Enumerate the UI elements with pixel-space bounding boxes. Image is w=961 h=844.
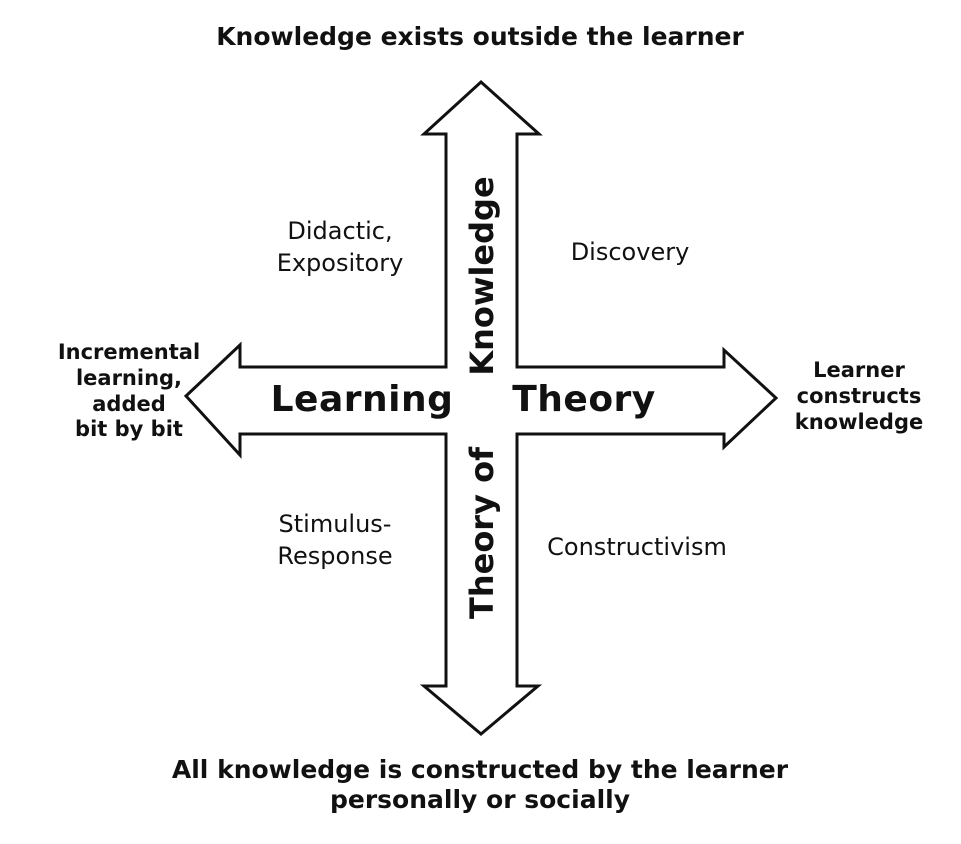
quadrant-bottom-right: Constructivism bbox=[547, 533, 727, 561]
quadrant-top-left-line-2: Expository bbox=[276, 249, 404, 278]
left-pole-label: Incremental learning, added bit by bit bbox=[38, 340, 220, 443]
quadrant-top-left-line-1: Didactic, bbox=[287, 217, 393, 245]
left-pole-line-1: Incremental bbox=[57, 340, 201, 364]
axis-word-learning: Learning bbox=[270, 379, 454, 420]
left-pole-line-2: learning, bbox=[75, 365, 183, 390]
bottom-pole-line-2: personally or socially bbox=[330, 785, 630, 814]
bottom-pole-line-1: All knowledge is constructed by the lear… bbox=[171, 755, 789, 784]
quadrant-top-left: Didactic, Expository bbox=[240, 215, 440, 280]
axis-word-theory: Theory bbox=[512, 379, 656, 420]
left-pole-line-4: bit by bit bbox=[75, 417, 183, 442]
left-pole-line-3: added bbox=[92, 391, 166, 416]
right-pole-label: Learner constructs knowledge bbox=[784, 358, 934, 435]
cross-arrow-outline bbox=[183, 79, 779, 736]
right-pole-line-2: constructs bbox=[796, 383, 922, 408]
quadrant-top-right: Discovery bbox=[570, 238, 690, 266]
right-pole-line-1: Learner bbox=[813, 358, 905, 382]
axis-word-theory-of: Theory of bbox=[463, 447, 501, 619]
right-pole-line-3: knowledge bbox=[794, 409, 924, 434]
top-pole-label: Knowledge exists outside the learner bbox=[216, 22, 744, 51]
axis-word-knowledge: Knowledge bbox=[463, 176, 501, 376]
quadrant-bottom-left: Stimulus- Response bbox=[235, 508, 435, 573]
quadrant-bottom-left-line-2: Response bbox=[277, 542, 393, 571]
quadrant-bottom-left-line-1: Stimulus- bbox=[278, 510, 392, 538]
bottom-pole-label: All knowledge is constructed by the lear… bbox=[130, 755, 830, 815]
